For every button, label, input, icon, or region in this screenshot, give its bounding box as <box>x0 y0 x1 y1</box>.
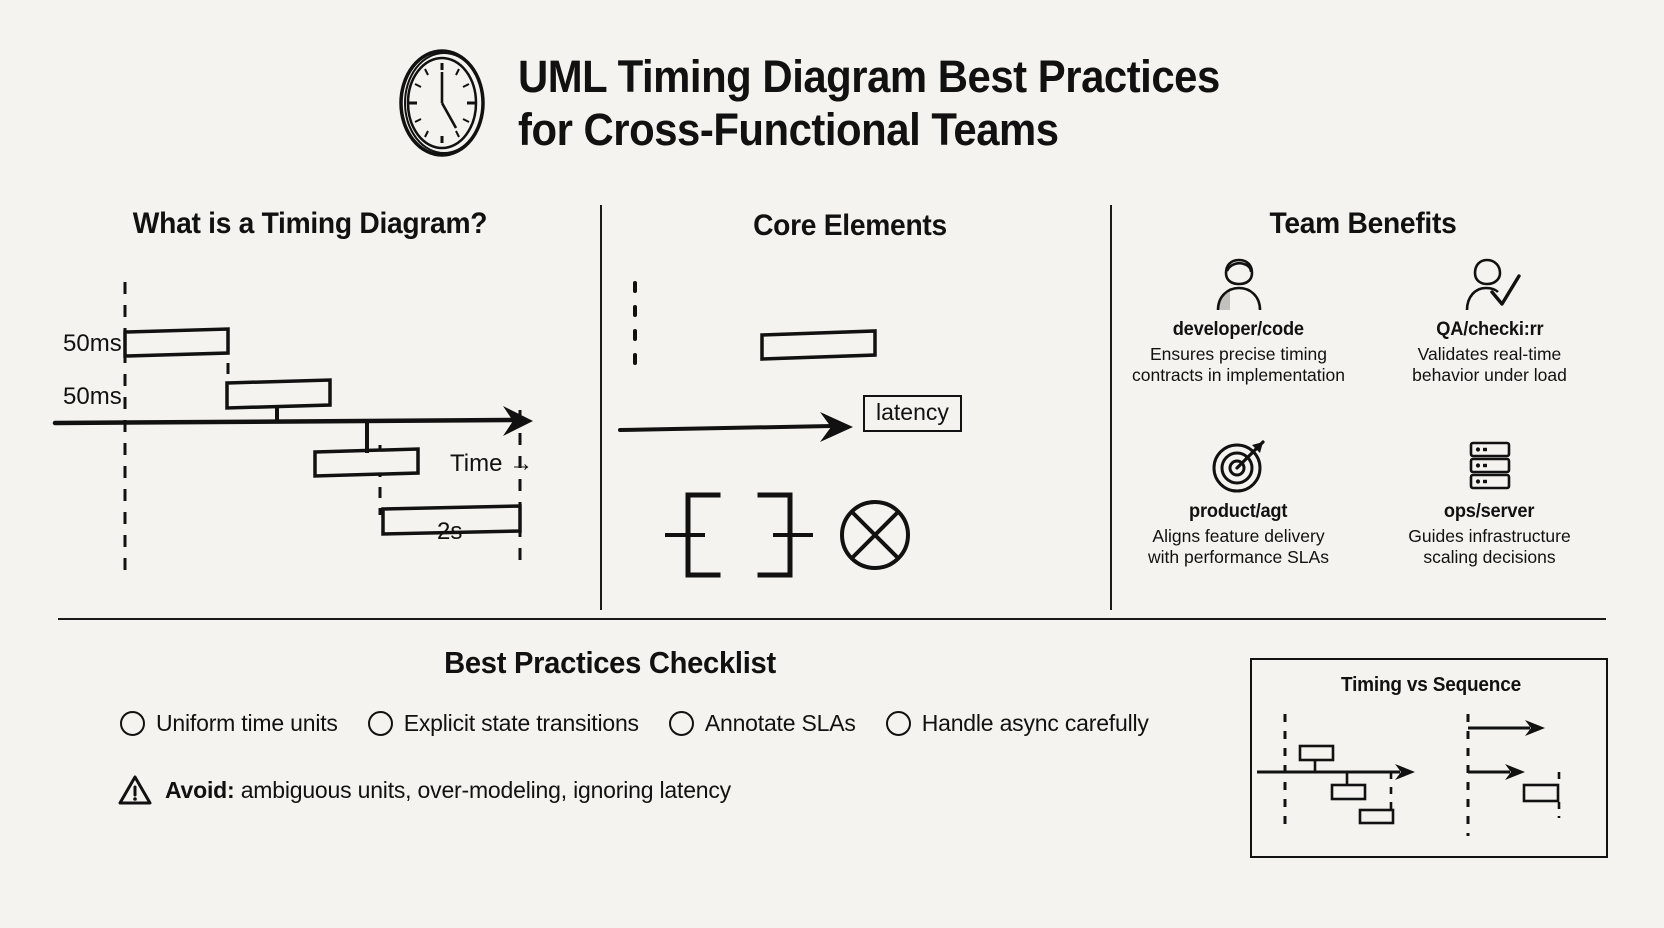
page-title: UML Timing Diagram Best Practices for Cr… <box>518 50 1220 156</box>
ops-server-icon <box>1469 441 1510 490</box>
benefit-qa-checkmark: QA/checki:rr Validates real-time behavio… <box>1369 252 1610 420</box>
benefit-description-line-1: Guides infrastructure <box>1408 526 1571 546</box>
benefit-description-line-1: Aligns feature delivery <box>1152 526 1325 546</box>
latency-annotation-box: latency <box>863 395 962 432</box>
state-bar-2 <box>225 378 332 410</box>
inset-diagram-svg <box>1257 714 1561 836</box>
clock-icon <box>398 49 485 157</box>
timing-diagram-illustration: 50ms 50ms 2s Time → <box>52 270 575 580</box>
warning-triangle-icon <box>118 775 152 805</box>
state-bar-4 <box>381 504 522 536</box>
checkbox-circle-icon[interactable] <box>885 711 911 736</box>
checkbox-circle-icon[interactable] <box>120 711 145 736</box>
inset-timing-box-1 <box>1298 744 1335 762</box>
message-arrowhead <box>820 412 853 442</box>
state-bar-1 <box>123 327 230 358</box>
inset-sequence-activation-box <box>1522 783 1560 803</box>
time-axis-arrowhead <box>503 406 533 436</box>
benefit-description-line-2: behavior under load <box>1412 365 1567 386</box>
inset-sequence-arrowhead-2 <box>1505 764 1525 780</box>
checklist-item-label: Annotate SLAs <box>704 710 856 736</box>
benefit-label: QA/checki:rr <box>1435 319 1544 340</box>
team-benefits-grid: developer/code Ensures precise timing co… <box>1118 252 1610 602</box>
state-box-icon <box>760 329 877 361</box>
timing-vs-sequence-inset: Timing vs Sequence <box>1250 658 1608 858</box>
checklist-item-label: Uniform time units <box>156 710 338 736</box>
destruction-marker-circle <box>840 500 910 570</box>
benefit-description-line-2: with performance SLAs <box>1148 547 1329 568</box>
section-divider-horizontal <box>58 618 1606 620</box>
benefit-description-line-2: scaling decisions <box>1423 547 1556 568</box>
avoid-list: ambiguous units, over-modeling, ignoring… <box>234 776 731 803</box>
benefit-product-target: product/agt Aligns feature delivery with… <box>1118 434 1359 602</box>
panel-heading-core-elements: Core Elements <box>753 209 947 242</box>
message-arrow-icon <box>618 424 834 432</box>
benefit-description: Validates real-time behavior under load <box>1412 344 1567 387</box>
benefit-description-line-1: Ensures precise timing <box>1149 344 1328 364</box>
inset-sequence-arrowhead-1 <box>1525 720 1545 736</box>
checkbox-circle-icon[interactable] <box>668 711 694 736</box>
product-target-icon <box>1212 440 1265 493</box>
checklist-item-explicit-state-transitions[interactable]: Explicit state transitions <box>367 710 639 737</box>
inset-timing-box-3 <box>1358 808 1395 825</box>
checklist-item-annotate-slas[interactable]: Annotate SLAs <box>668 710 856 737</box>
avoid-text: Avoid: ambiguous units, over-modeling, i… <box>165 777 731 804</box>
checklist-item-uniform-time-units[interactable]: Uniform time units <box>120 710 338 737</box>
benefit-description: Guides infrastructure scaling decisions <box>1408 526 1570 569</box>
benefit-developer-code: developer/code Ensures precise timing co… <box>1118 252 1359 420</box>
duration-label-50ms-second: 50ms <box>63 383 122 410</box>
benefit-description-line-2: contracts in implementation <box>1131 365 1346 386</box>
page-title-line-1: UML Timing Diagram Best Practices <box>517 50 1220 102</box>
qa-checkmark-person-icon <box>1465 258 1521 311</box>
checklist-item-handle-async-carefully[interactable]: Handle async carefully <box>885 710 1149 737</box>
time-axis <box>52 417 516 426</box>
page-title-line-2: for Cross-Functional Teams <box>517 104 1059 155</box>
duration-label-50ms-first: 50ms <box>63 330 122 357</box>
benefit-description: Ensures precise timing contracts in impl… <box>1132 344 1345 387</box>
avoid-prefix: Avoid: <box>165 776 235 803</box>
state-bar-3 <box>313 447 420 478</box>
benefit-description: Aligns feature delivery with performance… <box>1148 526 1329 569</box>
panel-divider-right <box>1110 205 1112 610</box>
checklist-item-label: Handle async carefully <box>921 710 1149 736</box>
avoid-row: Avoid: ambiguous units, over-modeling, i… <box>118 775 731 805</box>
panel-heading-team-benefits: Team Benefits <box>1269 207 1457 240</box>
benefit-label: developer/code <box>1172 319 1305 340</box>
panel-heading-what-is-a-timing-diagram: What is a Timing Diagram? <box>132 207 488 240</box>
duration-label-2s: 2s <box>437 518 463 545</box>
benefit-label: product/agt <box>1189 501 1288 522</box>
header: UML Timing Diagram Best Practices for Cr… <box>0 28 1664 178</box>
bottom-section-heading: Best Practices Checklist <box>444 645 776 680</box>
inset-timing-box-2 <box>1330 783 1367 801</box>
inset-timing-arrowhead <box>1395 764 1415 780</box>
benefit-description-line-1: Validates real-time <box>1417 344 1562 364</box>
checkbox-circle-icon[interactable] <box>367 711 393 736</box>
benefit-label: ops/server <box>1444 501 1535 522</box>
developer-person-icon <box>1216 258 1261 311</box>
time-axis-label: Time → <box>450 450 534 477</box>
inset-title: Timing vs Sequence <box>1341 674 1521 696</box>
timing-diagram-svg <box>52 282 533 570</box>
destruction-marker-slash-2 <box>851 511 899 559</box>
best-practices-checklist: Uniform time units Explicit state transi… <box>120 710 1179 737</box>
panel-divider-left <box>600 205 602 610</box>
core-elements-illustration: latency <box>610 265 1100 595</box>
checklist-item-label: Explicit state transitions <box>403 710 639 736</box>
benefit-ops-server: ops/server Guides infrastructure scaling… <box>1369 434 1610 602</box>
core-elements-svg <box>618 281 910 578</box>
